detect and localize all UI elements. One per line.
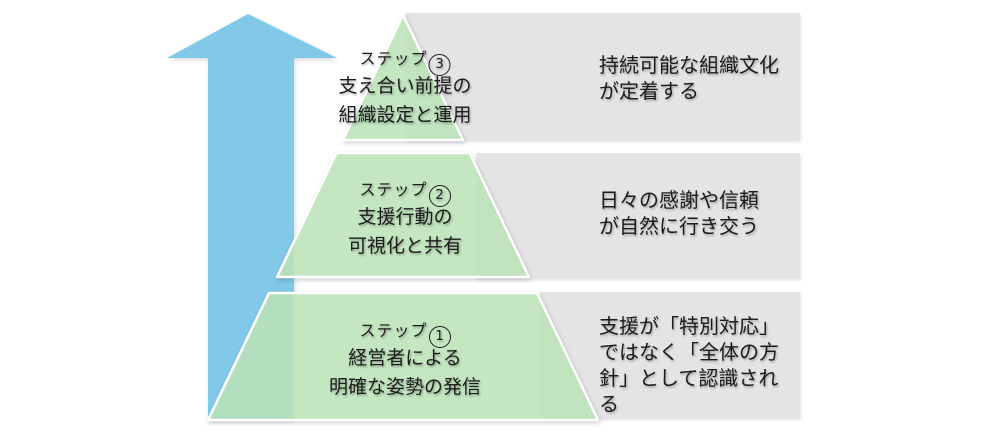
step-prefix-label: ステップ [359, 321, 428, 340]
outcome-text-step-3: 持続可能な組織文化 が定着する [599, 53, 779, 103]
level-title: 支援行動の 可視化と共有 [347, 206, 463, 257]
outcome-text-step-1: 支援が「特別対応」 ではなく「全体の方 針」として認識され る [599, 314, 779, 416]
outcome-box-step-3 [405, 13, 800, 140]
level-title: 経営者による 明確な姿勢の発信 [328, 347, 482, 398]
level-title: 支え合い前提の 組織設定と運用 [338, 75, 472, 126]
step-number-circle-icon: 3 [428, 54, 451, 76]
pyramid-level-step-1 [206, 291, 600, 422]
pyramid-level-step-2 [275, 151, 531, 279]
growth-arrow-icon [167, 14, 337, 419]
step-number-circle-icon: 1 [428, 326, 451, 348]
step-number-circle-icon: 2 [428, 185, 451, 207]
outcome-box-step-2 [476, 153, 800, 278]
outcome-text-step-2: 日々の感謝や信頼 が自然に行き交う [599, 188, 759, 238]
step-prefix-label: ステップ [359, 49, 428, 68]
pyramid-level-step-3 [341, 13, 465, 142]
step-prefix-label: ステップ [359, 180, 428, 199]
